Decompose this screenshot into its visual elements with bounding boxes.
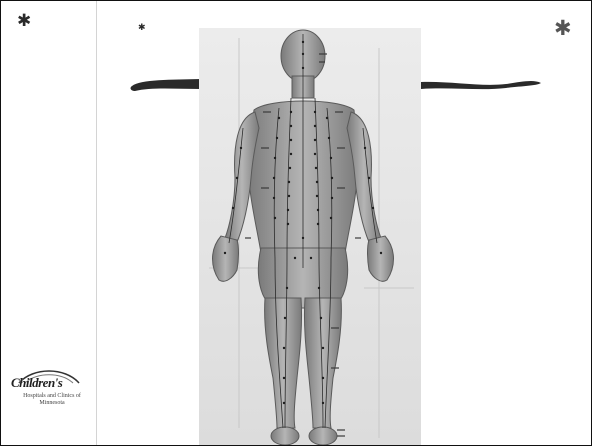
logo-title: Children's: [11, 375, 91, 391]
star-icon: ✱: [554, 18, 572, 39]
acupuncture-chart-image: [199, 28, 421, 446]
human-body-back-figure: [199, 28, 421, 446]
logo-subtitle: Hospitals and Clinics of Minnesota: [13, 393, 91, 407]
brush-stroke-right: [421, 81, 541, 89]
brush-stroke-left: [131, 79, 201, 91]
childrens-hospital-logo: Children's Hospitals and Clinics of Minn…: [9, 363, 91, 415]
star-icon: ✱: [17, 13, 31, 30]
star-icon: ✱: [138, 24, 146, 33]
